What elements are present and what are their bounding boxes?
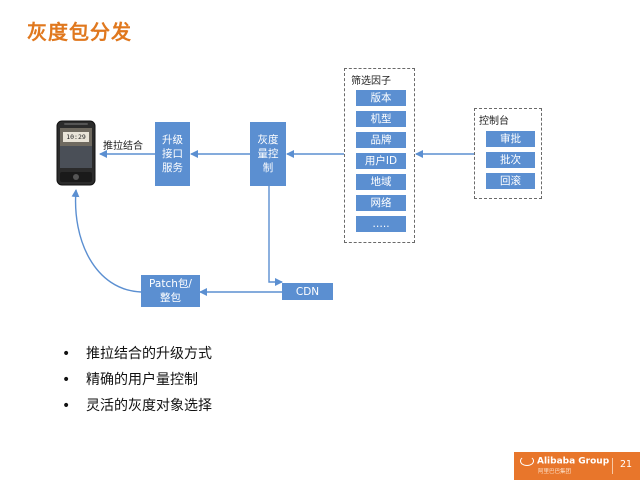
patch-line-2: 整包: [160, 292, 181, 304]
alibaba-logo: Alibaba Group: [520, 456, 609, 467]
slide-title: 灰度包分发: [27, 20, 132, 44]
gray-control-box: 灰度 量控 制: [250, 122, 286, 186]
alibaba-logo-mark-icon: [520, 456, 534, 466]
upgrade-service-line-1: 升级: [162, 134, 183, 146]
patch-package-box: Patch包/ 整包: [141, 275, 200, 307]
gray-control-line-2: 量控: [257, 148, 279, 160]
console-batch: 批次: [486, 152, 535, 168]
patch-line-1: Patch包/: [149, 278, 192, 290]
console-rollback: 回滚: [486, 173, 535, 189]
page-number: 21: [620, 459, 633, 470]
gray-control-line-3: 制: [262, 162, 274, 174]
phone-clock: 10:29: [66, 133, 86, 141]
footer-separator: [612, 458, 613, 474]
footer-bar: Alibaba Group 阿里巴巴集团 21: [514, 452, 640, 480]
alibaba-logo-sub: 阿里巴巴集团: [538, 469, 572, 475]
filter-version: 版本: [356, 90, 406, 106]
push-pull-label: 推拉结合: [103, 141, 143, 152]
filter-group-title: 筛选因子: [351, 76, 391, 87]
upgrade-service-line-3: 服务: [162, 162, 183, 174]
phone-device: 10:29: [56, 120, 96, 186]
filter-group: [344, 68, 415, 243]
bullet-text: 推拉结合的升级方式: [86, 346, 212, 362]
upgrade-service-box: 升级 接口 服务: [155, 122, 190, 186]
upgrade-service-line-2: 接口: [162, 148, 183, 160]
bullet-item: • 推拉结合的升级方式: [62, 343, 212, 369]
filter-brand: 品牌: [356, 132, 406, 148]
bullet-list: • 推拉结合的升级方式 • 精确的用户量控制 • 灵活的灰度对象选择: [62, 343, 212, 421]
alibaba-logo-text: Alibaba Group: [537, 456, 610, 467]
arrow-patch-to-phone: [71, 189, 142, 293]
console-approve: 审批: [486, 131, 535, 147]
arrow-control-to-cdn: [268, 186, 283, 286]
bullet-text: 灵活的灰度对象选择: [86, 398, 212, 414]
bullet-text: 精确的用户量控制: [86, 372, 198, 388]
console-title: 控制台: [479, 116, 509, 127]
bullet-dot-icon: •: [62, 372, 71, 388]
bullet-dot-icon: •: [62, 398, 71, 414]
filter-user-id: 用户ID: [356, 153, 406, 169]
cdn-box: CDN: [282, 283, 333, 300]
filter-model: 机型: [356, 111, 406, 127]
bullet-item: • 精确的用户量控制: [62, 369, 212, 395]
console-group: [474, 108, 542, 199]
bullet-dot-icon: •: [62, 346, 71, 362]
bullet-item: • 灵活的灰度对象选择: [62, 395, 212, 421]
gray-control-line-1: 灰度: [257, 134, 279, 146]
filter-region: 地域: [356, 174, 406, 190]
filter-more: …..: [356, 216, 406, 232]
filter-network: 网络: [356, 195, 406, 211]
